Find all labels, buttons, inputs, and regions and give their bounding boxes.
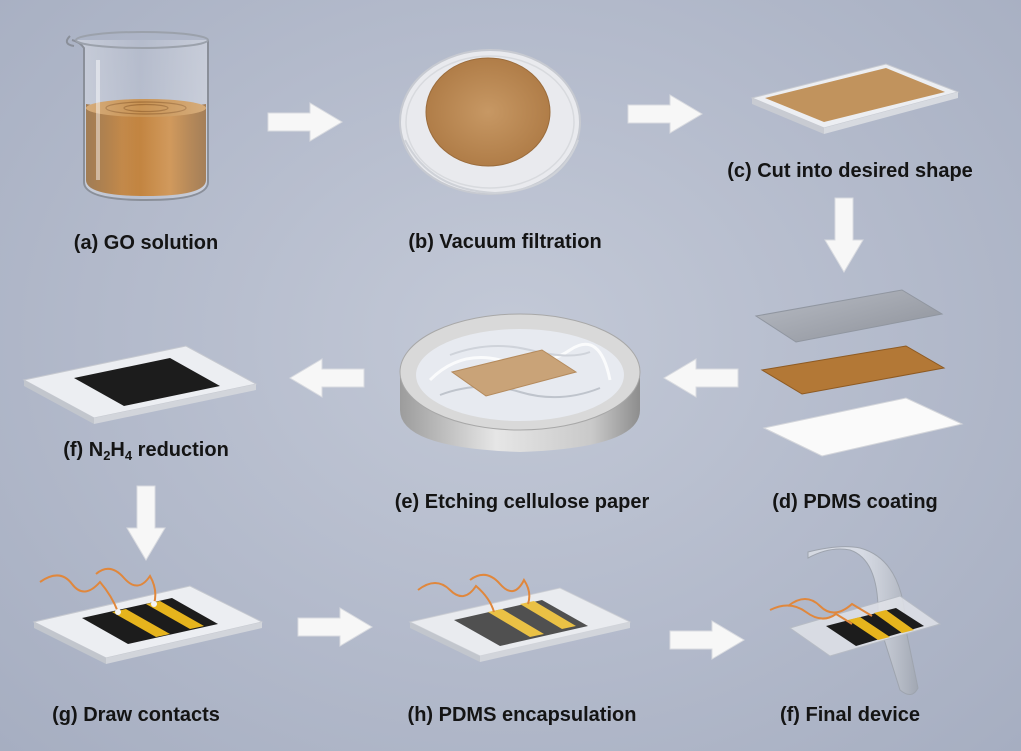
step-label-etching-cellulose: (e) Etching cellulose paper <box>394 491 650 513</box>
final-device-illustration <box>769 546 942 695</box>
step-label-cut-shape: (c) Cut into desired shape <box>727 160 973 182</box>
arrow-right-g-to-h <box>297 607 373 647</box>
step-label-n2h4-reduction: (f) N2H4 reduction <box>63 439 229 463</box>
step-label-vacuum-filtration: (b) Vacuum filtration <box>408 231 602 253</box>
arrow-right-h-to-final <box>669 620 745 660</box>
arrow-left-e-to-f <box>289 358 365 398</box>
arrow-down-f-to-g <box>126 485 166 561</box>
step-label-go-solution: (a) GO solution <box>73 232 219 254</box>
encapsulated-device-illustration <box>408 573 632 662</box>
arrow-right-b-to-c <box>627 94 703 134</box>
step-label-draw-contacts: (g) Draw contacts <box>52 704 220 726</box>
etching-dish-illustration <box>399 313 641 452</box>
contacts-device-illustration <box>32 567 264 664</box>
step-label-pdms-coating: (d) PDMS coating <box>772 491 938 513</box>
filter-disc-illustration <box>399 49 581 195</box>
beaker-illustration <box>65 31 209 202</box>
arrow-right-a-to-b <box>267 102 343 142</box>
reduced-film-illustration <box>22 345 258 424</box>
step-label-pdms-encapsulation: (h) PDMS encapsulation <box>407 704 637 726</box>
arrow-down-c-to-d <box>824 197 864 273</box>
cut-sheet-illustration <box>750 63 960 134</box>
step-label-final-device: (f) Final device <box>779 704 921 726</box>
arrow-left-d-to-e <box>663 358 739 398</box>
pdms-layer-stack-illustration <box>754 289 964 457</box>
